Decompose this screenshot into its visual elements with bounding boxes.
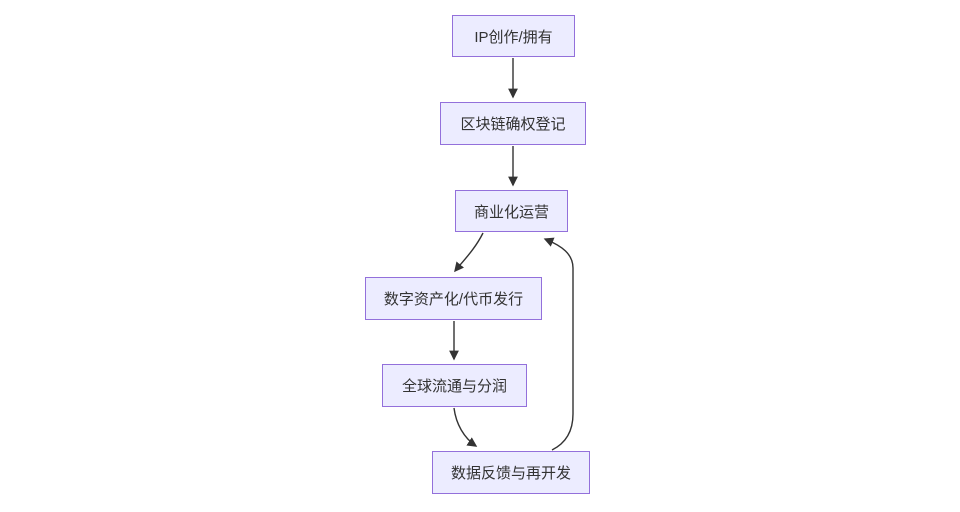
node-tokenization-label: 数字资产化/代币发行 bbox=[383, 291, 524, 308]
node-data-feedback: 数据反馈与再开发 bbox=[432, 451, 590, 494]
node-global-distribution: 全球流通与分润 bbox=[382, 364, 527, 407]
node-ip-creation-label: IP创作/拥有 bbox=[474, 28, 553, 46]
node-commercial-operation: 商业化运营 bbox=[455, 190, 568, 232]
edge-global-distribution-to-data-feedback bbox=[453, 407, 478, 447]
node-blockchain-registration: 区块链确权登记 bbox=[440, 102, 586, 145]
node-commercial-operation-label: 商业化运营 bbox=[473, 203, 549, 221]
edge-data-feedback-to-commercial-operation bbox=[543, 237, 574, 451]
node-global-distribution-label: 全球流通与分润 bbox=[401, 378, 507, 395]
node-tokenization: 数字资产化/代币发行 bbox=[365, 277, 542, 320]
node-ip-creation: IP创作/拥有 bbox=[452, 15, 575, 57]
node-blockchain-registration-label: 区块链确权登记 bbox=[460, 116, 566, 133]
node-data-feedback-label: 数据反馈与再开发 bbox=[450, 465, 571, 482]
edge-commercial-operation-to-tokenization bbox=[454, 232, 484, 273]
